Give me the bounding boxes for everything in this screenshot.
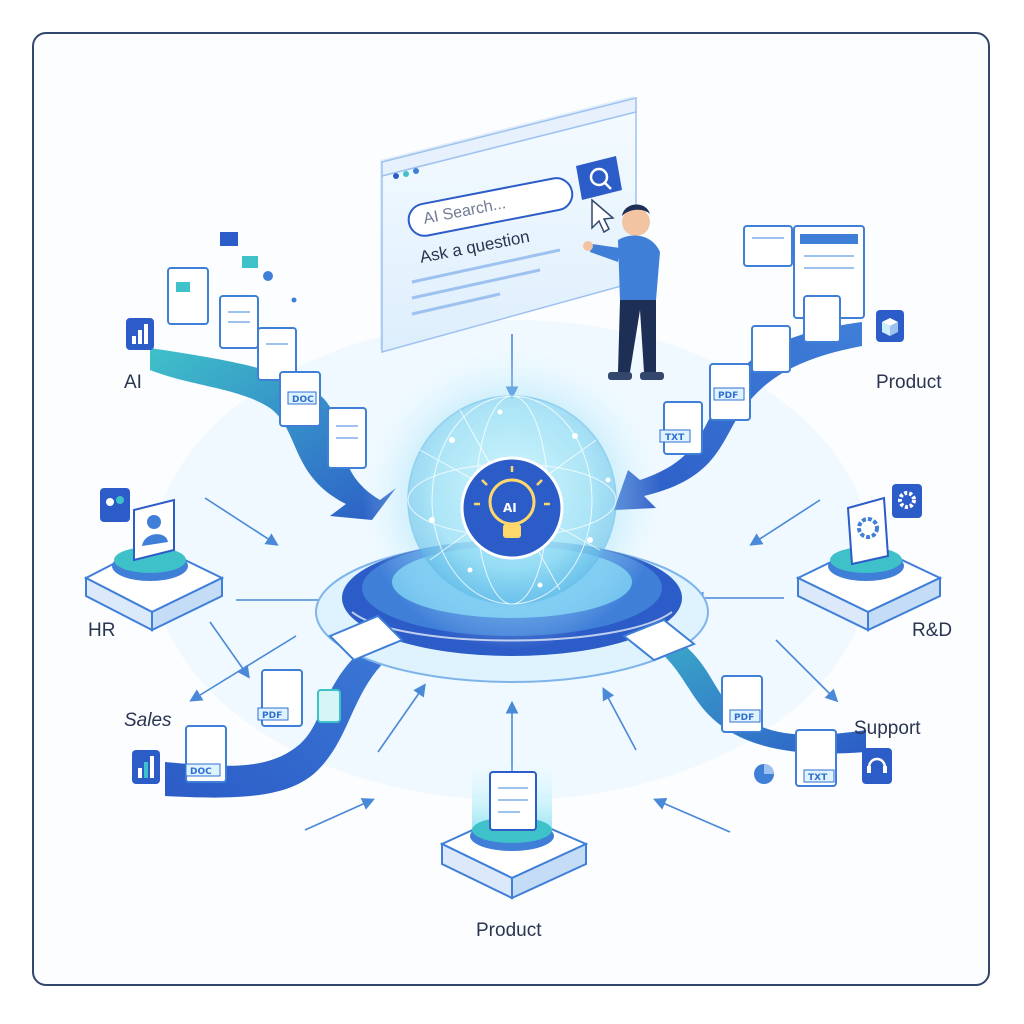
platform-product-bottom <box>439 760 589 900</box>
cursor-icon <box>591 198 615 234</box>
box-icon <box>876 310 904 342</box>
pdf-tag-label-3: PDF <box>734 713 754 723</box>
label-ai: AI <box>124 372 142 393</box>
pdf-tag-label-2: PDF <box>262 711 282 721</box>
doc-tag-label-2: DOC <box>190 767 212 777</box>
label-hr: HR <box>88 620 116 641</box>
label-product-bottom: Product <box>476 920 542 941</box>
chart-icon <box>126 318 154 350</box>
pdf-tag-label: PDF <box>718 391 738 401</box>
bar-chart-icon <box>132 750 160 784</box>
documents-top-left: DOC <box>167 267 367 469</box>
connector-arrows <box>189 334 839 833</box>
label-support: Support <box>854 718 921 739</box>
platform-rd <box>795 496 943 632</box>
label-rd: R&D <box>912 620 953 641</box>
documents-bottom-left: DOC PDF <box>185 614 404 783</box>
documents-top-right: PDF TXT <box>659 225 865 455</box>
floating-tags <box>220 232 297 303</box>
headset-icon <box>862 748 892 784</box>
txt-tag-label: TXT <box>665 433 685 443</box>
platform-hr <box>83 498 225 632</box>
documents-bottom-right: PDF TXT <box>622 618 837 787</box>
doc-tag-label: DOC <box>292 395 314 405</box>
flow-ribbon-top-left <box>150 348 396 520</box>
gear-icon <box>892 484 922 518</box>
label-sales: Sales <box>124 710 172 731</box>
user-figure <box>583 204 664 380</box>
team-icon <box>100 488 130 522</box>
search-window <box>380 96 638 353</box>
txt-tag-label-2: TXT <box>808 773 828 783</box>
label-product-top: Product <box>876 372 942 393</box>
ai-core-badge <box>460 456 564 560</box>
